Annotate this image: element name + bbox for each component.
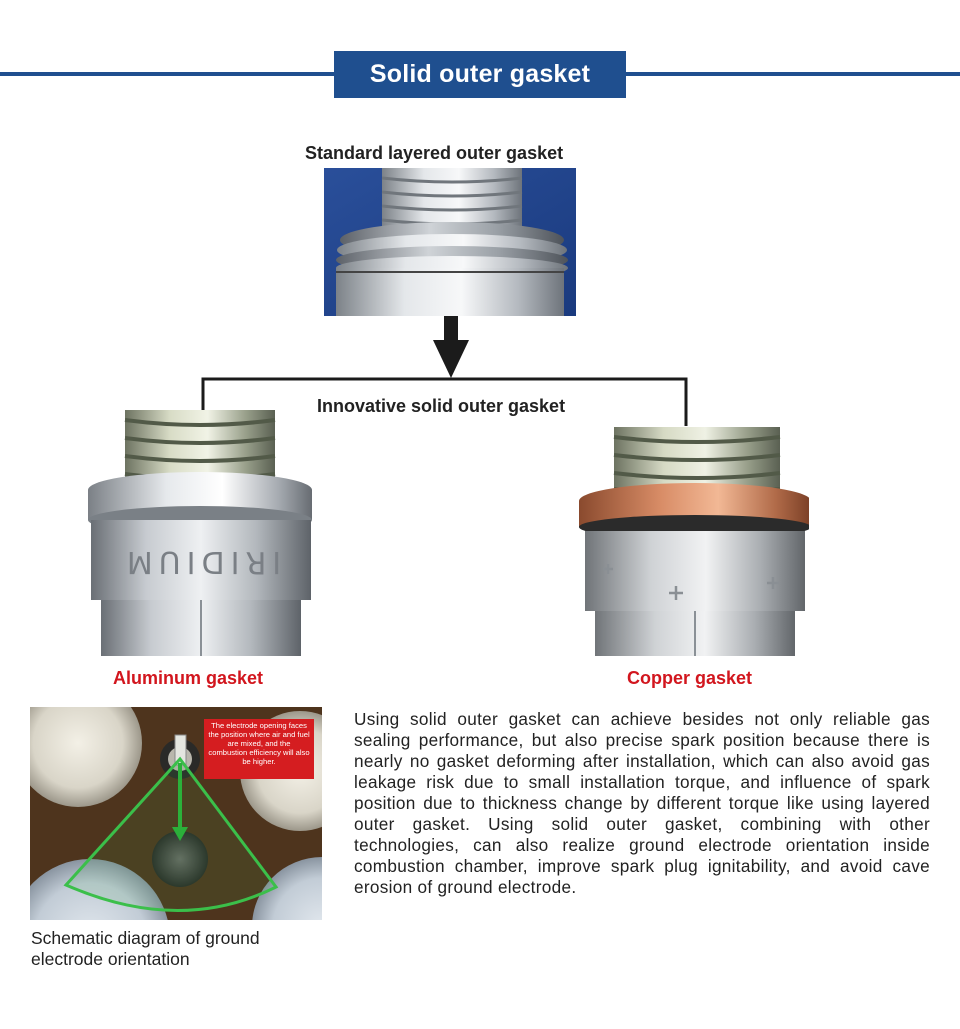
iridium-engraving: IRIDIUM (121, 544, 281, 579)
header-rule-left (0, 72, 334, 76)
section-title: Solid outer gasket (334, 51, 626, 98)
diagram-caption: Schematic diagram of ground electrode or… (31, 928, 260, 969)
branch-connector (201, 316, 688, 426)
standard-gasket-label: Standard layered outer gasket (305, 143, 564, 163)
header-rule-right (626, 72, 960, 76)
description-paragraph: Using solid outer gasket can achieve bes… (354, 709, 930, 897)
innovative-gasket-label: Innovative solid outer gasket (317, 396, 566, 416)
aluminum-gasket-photo: IRIDIUM (85, 410, 317, 656)
standard-gasket-photo (324, 168, 576, 316)
aluminum-gasket-label: Aluminum gasket (113, 668, 264, 688)
electrode-note: The electrode opening faces the position… (204, 719, 314, 779)
copper-gasket-photo (577, 427, 809, 656)
electrode-orientation-diagram (30, 707, 322, 920)
copper-gasket-label: Copper gasket (627, 668, 753, 688)
